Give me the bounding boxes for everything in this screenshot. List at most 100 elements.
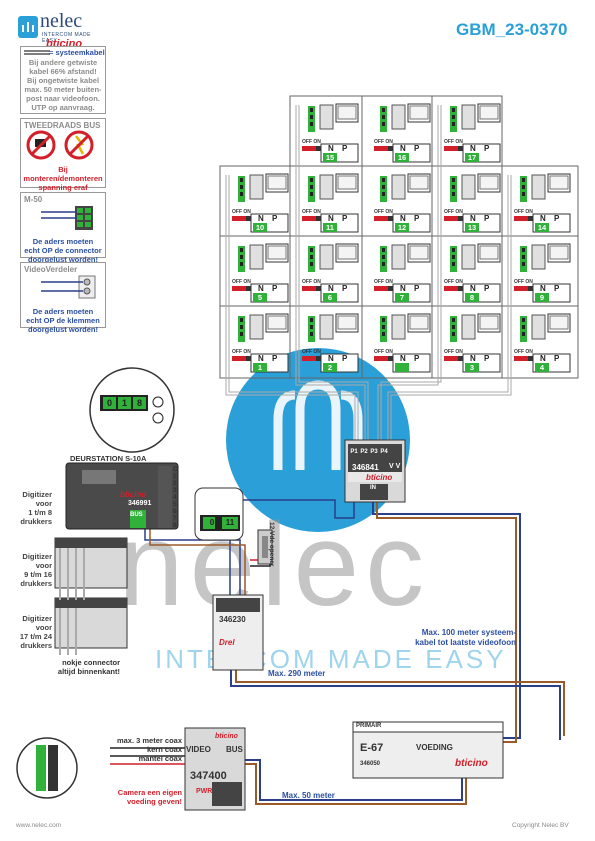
unit-switch-label: OFF ON bbox=[374, 209, 393, 215]
footer-website[interactable]: www.nelec.com bbox=[16, 822, 62, 829]
videophone-icon bbox=[444, 243, 501, 303]
logo-tagline: INTERCOM MADE EASY bbox=[42, 32, 91, 44]
footer-copyright: Copyright Nelec BV bbox=[512, 822, 569, 829]
digitizer-label-2-line: Digitizer bbox=[22, 552, 52, 561]
camera-brand: bticino bbox=[215, 733, 238, 740]
m50-note-line: echt OP de connector bbox=[24, 246, 102, 255]
door-terminals-line: 7 bbox=[173, 515, 177, 522]
videophone-icon bbox=[444, 313, 501, 373]
unit-switch-label: OFF ON bbox=[514, 279, 533, 285]
vv-terminal-icon bbox=[41, 275, 96, 299]
digit: P2 bbox=[360, 449, 368, 455]
bus-note-line: spanning eraf bbox=[38, 183, 88, 192]
unit-np-label: P bbox=[272, 284, 278, 293]
unit-number: 12 bbox=[397, 223, 407, 232]
unit-switch-label: OFF ON bbox=[302, 139, 321, 145]
coax-cables bbox=[110, 747, 185, 765]
digitizer-label-1-line: voor bbox=[35, 499, 52, 508]
unit-switch-label: OFF ON bbox=[374, 139, 393, 145]
logo-text: nelec bbox=[40, 10, 83, 32]
door-terminals-line: 8 bbox=[173, 522, 177, 529]
unit-number: 7 bbox=[399, 293, 405, 302]
door-terminals-line: C bbox=[173, 466, 178, 473]
unit-np-label: N bbox=[400, 284, 406, 293]
nokje-note-line: altijd binnenkant! bbox=[57, 667, 120, 676]
unit-switch-label: OFF ON bbox=[444, 279, 463, 285]
unit-np-label: P bbox=[342, 144, 348, 153]
unit-number: 4 bbox=[539, 363, 545, 372]
riser-cables bbox=[225, 105, 512, 440]
nelec-logo: nelec INTERCOM MADE EASY bticino bbox=[18, 10, 93, 50]
videophone-icon bbox=[514, 173, 571, 233]
relay-zoom bbox=[194, 487, 244, 541]
unit-np-label: P bbox=[414, 144, 420, 153]
unit-np-label: P bbox=[554, 214, 560, 223]
unit-number: 1 bbox=[257, 363, 263, 372]
digitizer-label-1-line: Digitizer bbox=[22, 490, 52, 499]
vv-title: VideoVerdeler bbox=[24, 265, 78, 274]
door-station-label: DEURSTATION S-10A bbox=[70, 454, 147, 463]
coax-note-line: mantel coax bbox=[138, 754, 182, 763]
unit-np-label: N bbox=[470, 284, 476, 293]
power-brand: bticino bbox=[455, 758, 488, 769]
camera-bus: BUS bbox=[226, 745, 243, 754]
unit-number: 17 bbox=[467, 153, 477, 162]
unit-np-label: P bbox=[414, 354, 420, 363]
unit-np-label: P bbox=[342, 354, 348, 363]
m50-note-line: doorgelust worden! bbox=[28, 255, 98, 264]
unit-np-label: N bbox=[328, 354, 334, 363]
videophone-icon bbox=[302, 103, 359, 163]
relay-346230 bbox=[212, 594, 264, 671]
unit-np-label: P bbox=[484, 214, 490, 223]
unit-number: 9 bbox=[539, 293, 545, 302]
unit-switch-label: OFF ON bbox=[302, 349, 321, 355]
unit-np-label: N bbox=[540, 354, 546, 363]
unit-np-label: N bbox=[540, 284, 546, 293]
unit-number: 6 bbox=[327, 293, 333, 302]
unit-number: 8 bbox=[469, 293, 475, 302]
unit-np-label: P bbox=[272, 214, 278, 223]
max100-note-line: kabel tot laatste videofoon bbox=[415, 638, 516, 647]
unit-np-label: P bbox=[554, 354, 560, 363]
max290-label: Max. 290 meter bbox=[268, 669, 326, 678]
digit: P4 bbox=[380, 449, 388, 455]
power-model: E-67 bbox=[360, 742, 384, 754]
max50-label: Max. 50 meter bbox=[282, 791, 335, 800]
max100-note: Max. 100 meter systeem-kabel tot laatste… bbox=[398, 628, 516, 648]
m50-note-line: De aders moeten bbox=[32, 237, 94, 246]
door-opener bbox=[257, 529, 273, 565]
splitter-in: IN bbox=[370, 485, 376, 491]
digitizer-label-1-line: drukkers bbox=[20, 517, 52, 526]
unit-number: 15 bbox=[325, 153, 335, 162]
digit: 0 bbox=[106, 398, 112, 408]
unit-number: 14 bbox=[537, 223, 547, 232]
videophone-icon bbox=[232, 313, 289, 373]
coax-note-line: kern coax bbox=[146, 745, 182, 754]
unit-switch-label: OFF ON bbox=[444, 349, 463, 355]
cable-note-line: UTP op aanvraag. bbox=[31, 103, 95, 112]
digit: 11 bbox=[225, 518, 235, 527]
unit-np-label: P bbox=[414, 284, 420, 293]
unit-np-label: N bbox=[400, 214, 406, 223]
unit-np-label: P bbox=[342, 284, 348, 293]
videophone-icon bbox=[514, 313, 571, 373]
door-terminals-line: 4 bbox=[173, 494, 177, 501]
unit-switch-label: OFF ON bbox=[302, 279, 321, 285]
unit-np-label: P bbox=[554, 284, 560, 293]
videophone-icon bbox=[374, 243, 431, 303]
videophone-icon bbox=[374, 173, 431, 233]
splitter-346841 bbox=[344, 439, 406, 503]
unit-np-label: P bbox=[414, 214, 420, 223]
